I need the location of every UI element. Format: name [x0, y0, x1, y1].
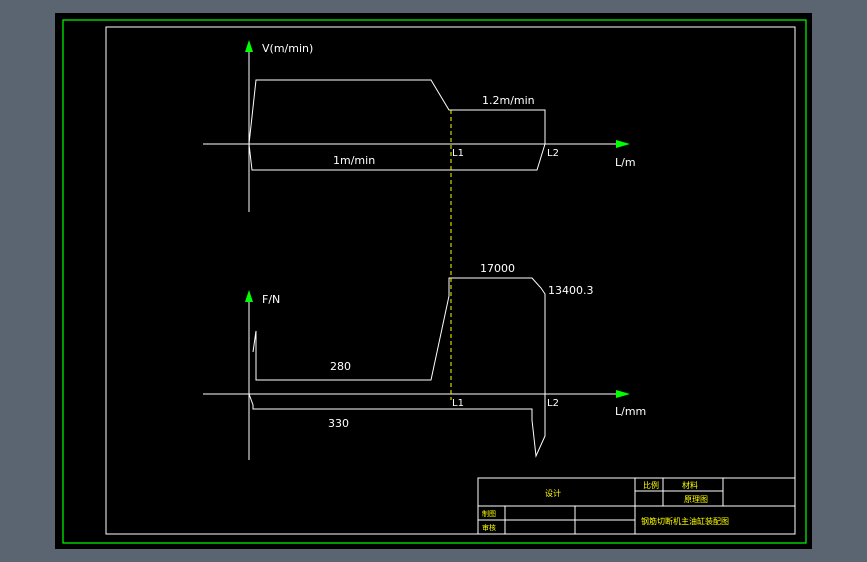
title-drawn-by: 制图 [482, 509, 496, 518]
drawing-sheet [55, 13, 812, 549]
force-graph [203, 277, 620, 460]
force-y-label: F/N [262, 293, 280, 306]
velocity-graph [203, 50, 620, 212]
force-end-label: 13400.3 [548, 284, 594, 297]
force-return-label: 330 [328, 417, 349, 430]
velocity-y-label: V(m/min) [262, 42, 313, 55]
force-x-label: L/mm [615, 405, 646, 418]
velocity-x-label: L/m [615, 156, 636, 169]
title-block [477, 477, 796, 535]
outer-border [62, 19, 807, 544]
title-material: 材料 [682, 480, 698, 490]
velocity-return-curve [248, 143, 546, 171]
force-forward-label: 280 [330, 360, 351, 373]
title-design: 设计 [545, 488, 561, 498]
inner-border [105, 26, 796, 535]
title-drawing-type: 原理图 [684, 495, 708, 504]
velocity-forward-curve [248, 79, 546, 145]
force-y-arrow-icon [245, 290, 253, 302]
velocity-l1-label: L1 [452, 148, 464, 159]
force-forward-curve [252, 277, 546, 394]
force-return-curve [248, 393, 546, 458]
force-peak-label: 17000 [480, 262, 515, 275]
velocity-y-arrow-icon [245, 40, 253, 52]
force-x-arrow-icon [616, 390, 630, 398]
velocity-low-label: 1m/min [333, 154, 375, 167]
velocity-l2-label: L2 [547, 148, 559, 159]
velocity-x-arrow-icon [616, 140, 630, 148]
title-scale: 比例 [643, 480, 659, 490]
force-l1-label: L1 [452, 398, 464, 409]
title-checked-by: 审核 [482, 523, 496, 532]
velocity-high-label: 1.2m/min [482, 94, 535, 107]
title-drawing-name: 钢筋切断机主油缸装配图 [641, 516, 729, 526]
force-l2-label: L2 [547, 398, 559, 409]
